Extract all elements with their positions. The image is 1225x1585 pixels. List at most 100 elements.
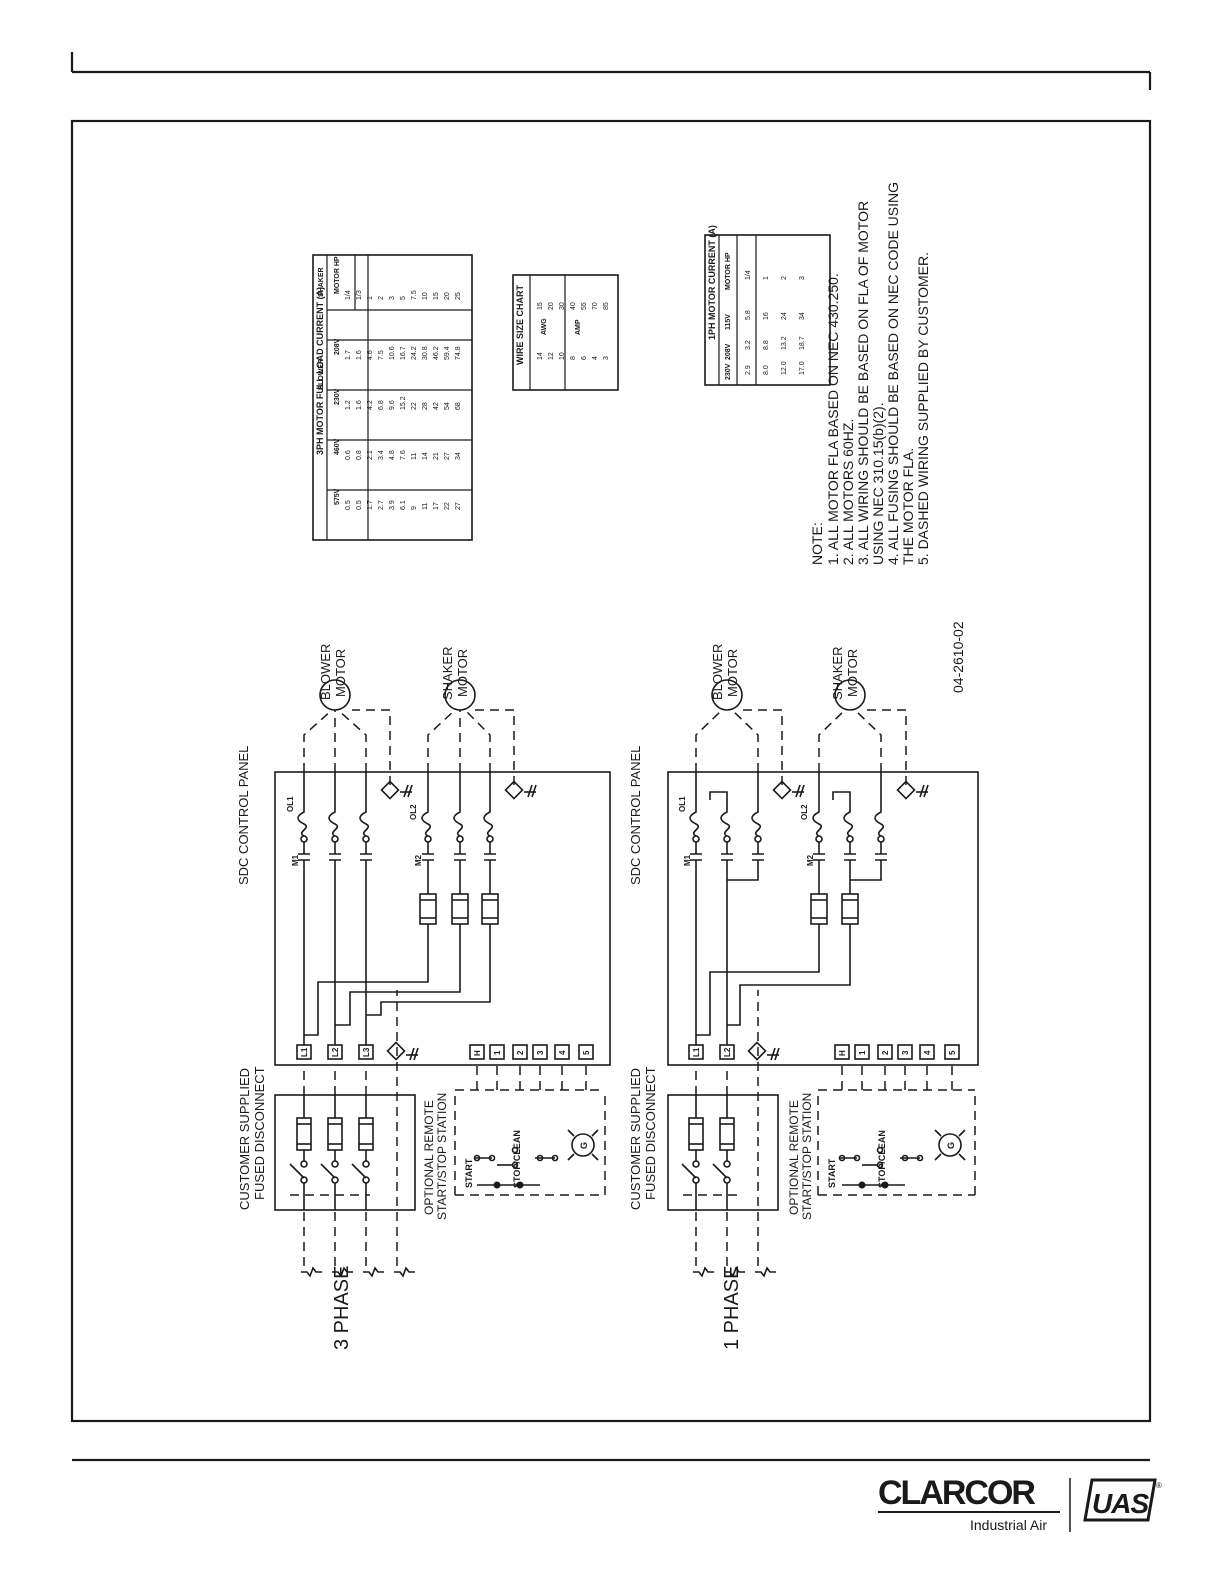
table-3ph-cell: 74.8 xyxy=(455,346,462,360)
table-1ph-cell: 2.9 xyxy=(745,365,752,375)
svg-text:2: 2 xyxy=(516,1050,525,1055)
table-wire-cell: 30 xyxy=(559,302,566,310)
three-phase-incoming-lines xyxy=(301,990,415,1278)
one-phase-gauge-icon xyxy=(938,1133,962,1157)
table-3ph-cell: 54 xyxy=(444,402,451,410)
rotated-drawing: 3 PHASE CUSTOMER SUPPLIED FUSED DISCONNE… xyxy=(236,182,979,1350)
table-3ph-cell: 59.4 xyxy=(444,346,451,360)
table-1ph-cell: 3.2 xyxy=(745,340,752,350)
table-3ph-group-blower: BLOWER xyxy=(318,359,325,390)
table-3ph-header-460: 460V xyxy=(334,438,341,455)
table-3ph-cell: 3 xyxy=(389,296,396,300)
table-3ph-cell: 11 xyxy=(411,453,418,460)
one-phase-shaker-label-2: MOTOR xyxy=(845,649,860,697)
logo-registered: ® xyxy=(1156,1481,1162,1490)
three-phase-motor-leads xyxy=(303,709,515,785)
svg-text:1: 1 xyxy=(493,1050,502,1055)
table-1ph-cell: 8.0 xyxy=(763,365,770,375)
three-phase-shaker-motor xyxy=(444,679,476,711)
table-3ph-cell: 22 xyxy=(411,402,418,410)
svg-text:OL2: OL2 xyxy=(409,804,418,820)
table-3ph-cell: 0.5 xyxy=(356,500,363,510)
table-3ph-motor-current: 3PH MOTOR FULL LOAD CURRENT (A) MOTOR HP… xyxy=(312,254,473,541)
three-phase-blower-label-2: MOTOR xyxy=(333,649,348,697)
one-phase-contactors: M1 M2 OL1 OL2 xyxy=(678,772,929,881)
three-phase-disconnect-label-2: FUSED DISCONNECT xyxy=(252,1066,267,1200)
table-3ph-cell: 1.6 xyxy=(356,400,363,410)
table-wire-header-awg: AWG xyxy=(541,318,548,335)
table-wire-cell: 6 xyxy=(581,356,588,360)
table-wire-cell: 10 xyxy=(559,352,566,360)
three-phase-gauge-symbol: G xyxy=(579,1142,589,1149)
three-phase-ground-icon xyxy=(386,1041,419,1061)
notes-heading: NOTE: xyxy=(809,522,825,565)
three-phase-stop-clean-label: STOP/CLEAN xyxy=(512,1130,522,1188)
one-phase-shaker-label-1: SHAKER xyxy=(830,647,845,700)
table-1ph-cell: 13.2 xyxy=(781,336,788,350)
table-wire-cell: 70 xyxy=(592,302,599,310)
one-phase-station-label-1: OPTIONAL REMOTE xyxy=(787,1100,801,1215)
table-3ph-cell: 2.7 xyxy=(378,500,385,510)
one-phase-incoming-lines xyxy=(693,990,776,1278)
table-wire-title: WIRE SIZE CHART xyxy=(515,284,525,365)
table-3ph-cell: 1/4 xyxy=(345,290,352,300)
table-1ph-cell: 34 xyxy=(799,312,806,320)
table-3ph-cell: 14 xyxy=(422,452,429,460)
svg-text:H: H xyxy=(473,1050,482,1056)
svg-text:4: 4 xyxy=(923,1050,932,1055)
table-3ph-cell: 9 xyxy=(411,506,418,510)
svg-text:L2: L2 xyxy=(331,1047,340,1057)
one-phase-gauge-symbol: G xyxy=(946,1142,956,1149)
one-phase-blower-label-1: BLOWER xyxy=(710,644,725,700)
table-1ph-cell: 24 xyxy=(781,312,788,320)
logo-uas-text: UAS xyxy=(1092,1488,1149,1519)
table-wire-cell: 12 xyxy=(548,352,555,360)
svg-text:M2: M2 xyxy=(806,854,815,866)
table-3ph-cell: 9.6 xyxy=(389,400,396,410)
table-1ph-header-115: 115V xyxy=(725,314,732,330)
one-phase-start-label: START xyxy=(827,1158,837,1188)
table-3ph-cell: 15 xyxy=(433,292,440,300)
three-phase-shaker-label-1: SHAKER xyxy=(440,647,455,700)
table-wire-cell: 14 xyxy=(537,352,544,360)
note-line-2: 2. ALL MOTORS 60HZ. xyxy=(840,419,856,565)
three-phase-disconnect-switches xyxy=(289,1095,374,1210)
table-1ph-header-230: 230V xyxy=(725,363,732,380)
clarcor-logo: CLARCOR Industrial Air UAS ® xyxy=(878,1474,1162,1533)
one-phase-panel-label: SDC CONTROL PANEL xyxy=(628,746,643,885)
table-3ph-cell: 25 xyxy=(455,292,462,300)
svg-text:M1: M1 xyxy=(683,854,692,866)
table-1ph-title: 1PH MOTOR CURRENT (A) xyxy=(707,225,717,340)
table-1ph-header-208: 208V xyxy=(725,343,732,360)
svg-text:4: 4 xyxy=(558,1050,567,1055)
table-wire-cell: 8 xyxy=(570,356,577,360)
table-1ph-cell: 17.0 xyxy=(799,361,806,375)
note-line-6: THE MOTOR FLA. xyxy=(900,448,916,565)
one-phase-shaker-motor xyxy=(834,679,866,711)
table-1ph-cell: 2 xyxy=(781,276,788,280)
table-wire-size: WIRE SIZE CHART AWG AMP xyxy=(512,274,619,391)
table-3ph-header-575: 575V xyxy=(334,488,341,505)
one-phase-station-label-2: START/STOP STATION xyxy=(800,1093,814,1220)
one-phase-blower-label-2: MOTOR xyxy=(725,649,740,697)
table-3ph-cell: 6.1 xyxy=(400,500,407,510)
svg-text:L1: L1 xyxy=(692,1047,701,1057)
table-3ph-cell: 4.6 xyxy=(367,350,374,360)
three-phase-gauge-icon xyxy=(571,1133,595,1157)
one-phase-disconnect-box xyxy=(667,1094,779,1211)
table-wire-cell: 55 xyxy=(581,302,588,310)
table-wire-cell: 15 xyxy=(537,302,544,310)
svg-text:OL2: OL2 xyxy=(800,804,809,820)
one-phase-control-terminals: H 1 2 3 4 5 xyxy=(834,1044,960,1060)
one-phase-motor-leads xyxy=(695,709,907,785)
table-3ph-cell: 0.8 xyxy=(356,450,363,460)
table-3ph-cell: 5 xyxy=(400,296,407,300)
table-3ph-cell: 16.7 xyxy=(400,346,407,360)
table-3ph-cell: 15.2 xyxy=(400,396,407,410)
table-3ph-cell: 1.2 xyxy=(345,400,352,410)
three-phase-start-label: START xyxy=(464,1158,474,1188)
one-phase-circuit: 1 PHASE CUSTOMER SUPPLIED FUSED DISCONNE… xyxy=(628,644,979,1350)
drawing-frame xyxy=(70,119,1152,1423)
table-3ph-cell: 17 xyxy=(433,502,440,510)
